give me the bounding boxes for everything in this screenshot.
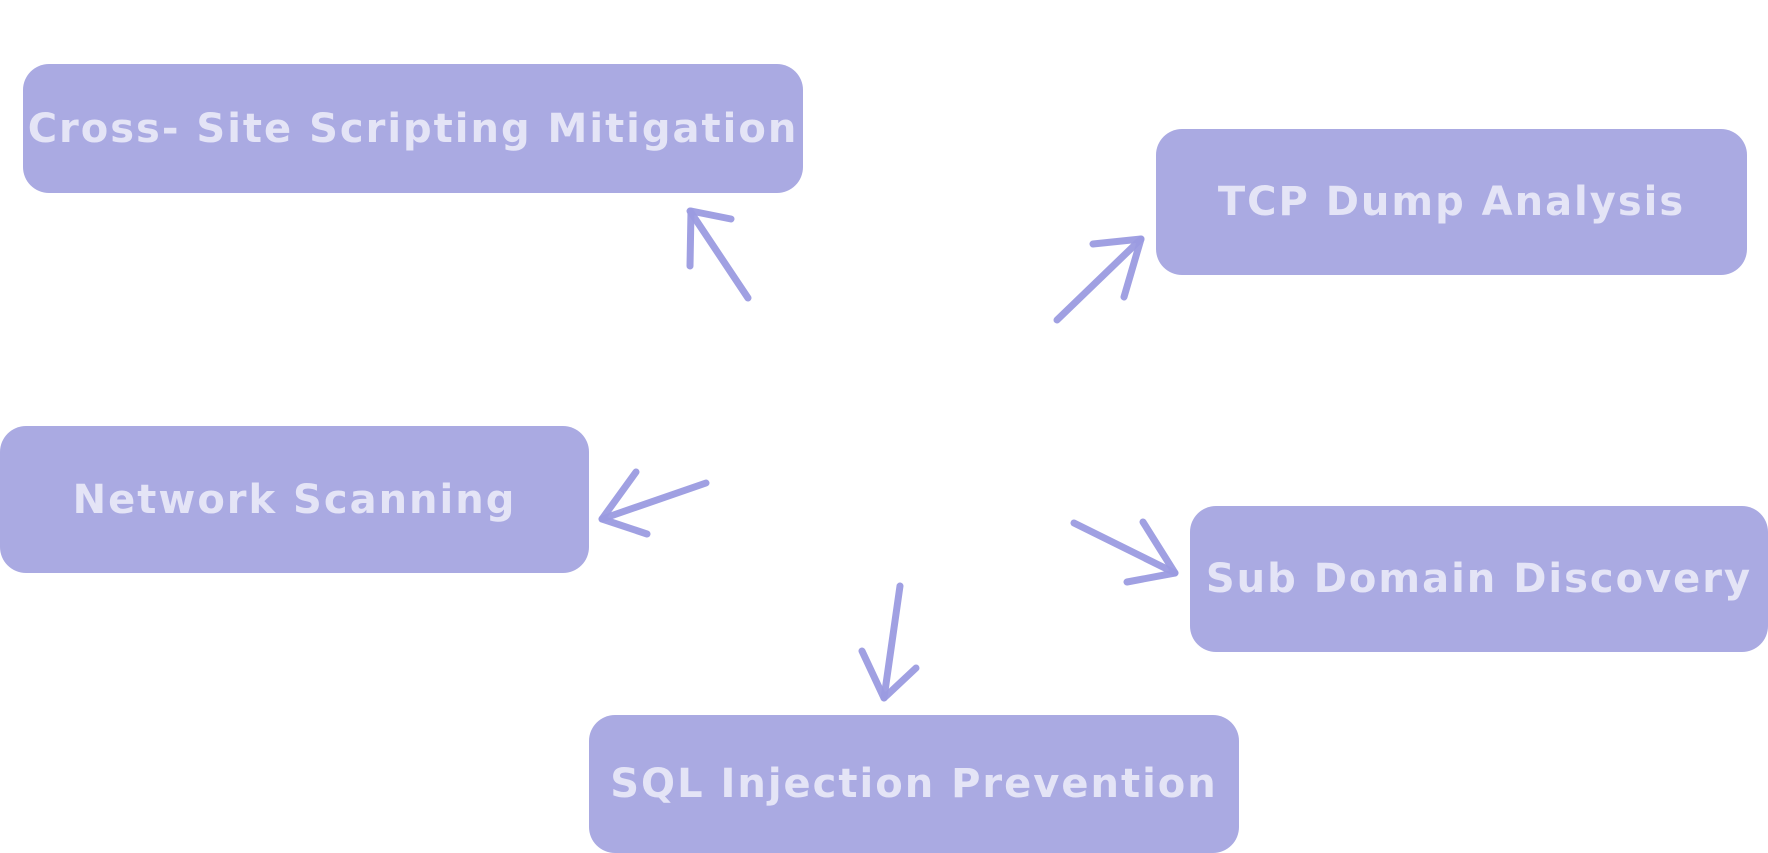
- arrow-to-xss: [686, 207, 752, 302]
- node-label-network: Network Scanning: [72, 476, 517, 523]
- arrow-to-subdomain: [1070, 518, 1179, 586]
- node-label-subdomain: Sub Domain Discovery: [1205, 556, 1753, 602]
- node-subdomain: Sub Domain Discovery: [1190, 506, 1768, 652]
- arrow-to-tcp: [1053, 235, 1145, 324]
- node-label-tcp: TCP Dump Analysis: [1217, 179, 1686, 225]
- node-tcp: TCP Dump Analysis: [1156, 129, 1747, 275]
- node-sqli: SQL Injection Prevention: [589, 715, 1239, 853]
- node-network: Network Scanning: [0, 426, 589, 573]
- node-xss: Cross- Site Scripting Mitigation: [23, 64, 803, 193]
- arrow-to-sqli: [858, 582, 920, 702]
- arrow-to-network: [598, 468, 710, 538]
- node-label-sqli: SQL Injection Prevention: [610, 761, 1218, 807]
- node-label-xss: Cross- Site Scripting Mitigation: [27, 105, 799, 152]
